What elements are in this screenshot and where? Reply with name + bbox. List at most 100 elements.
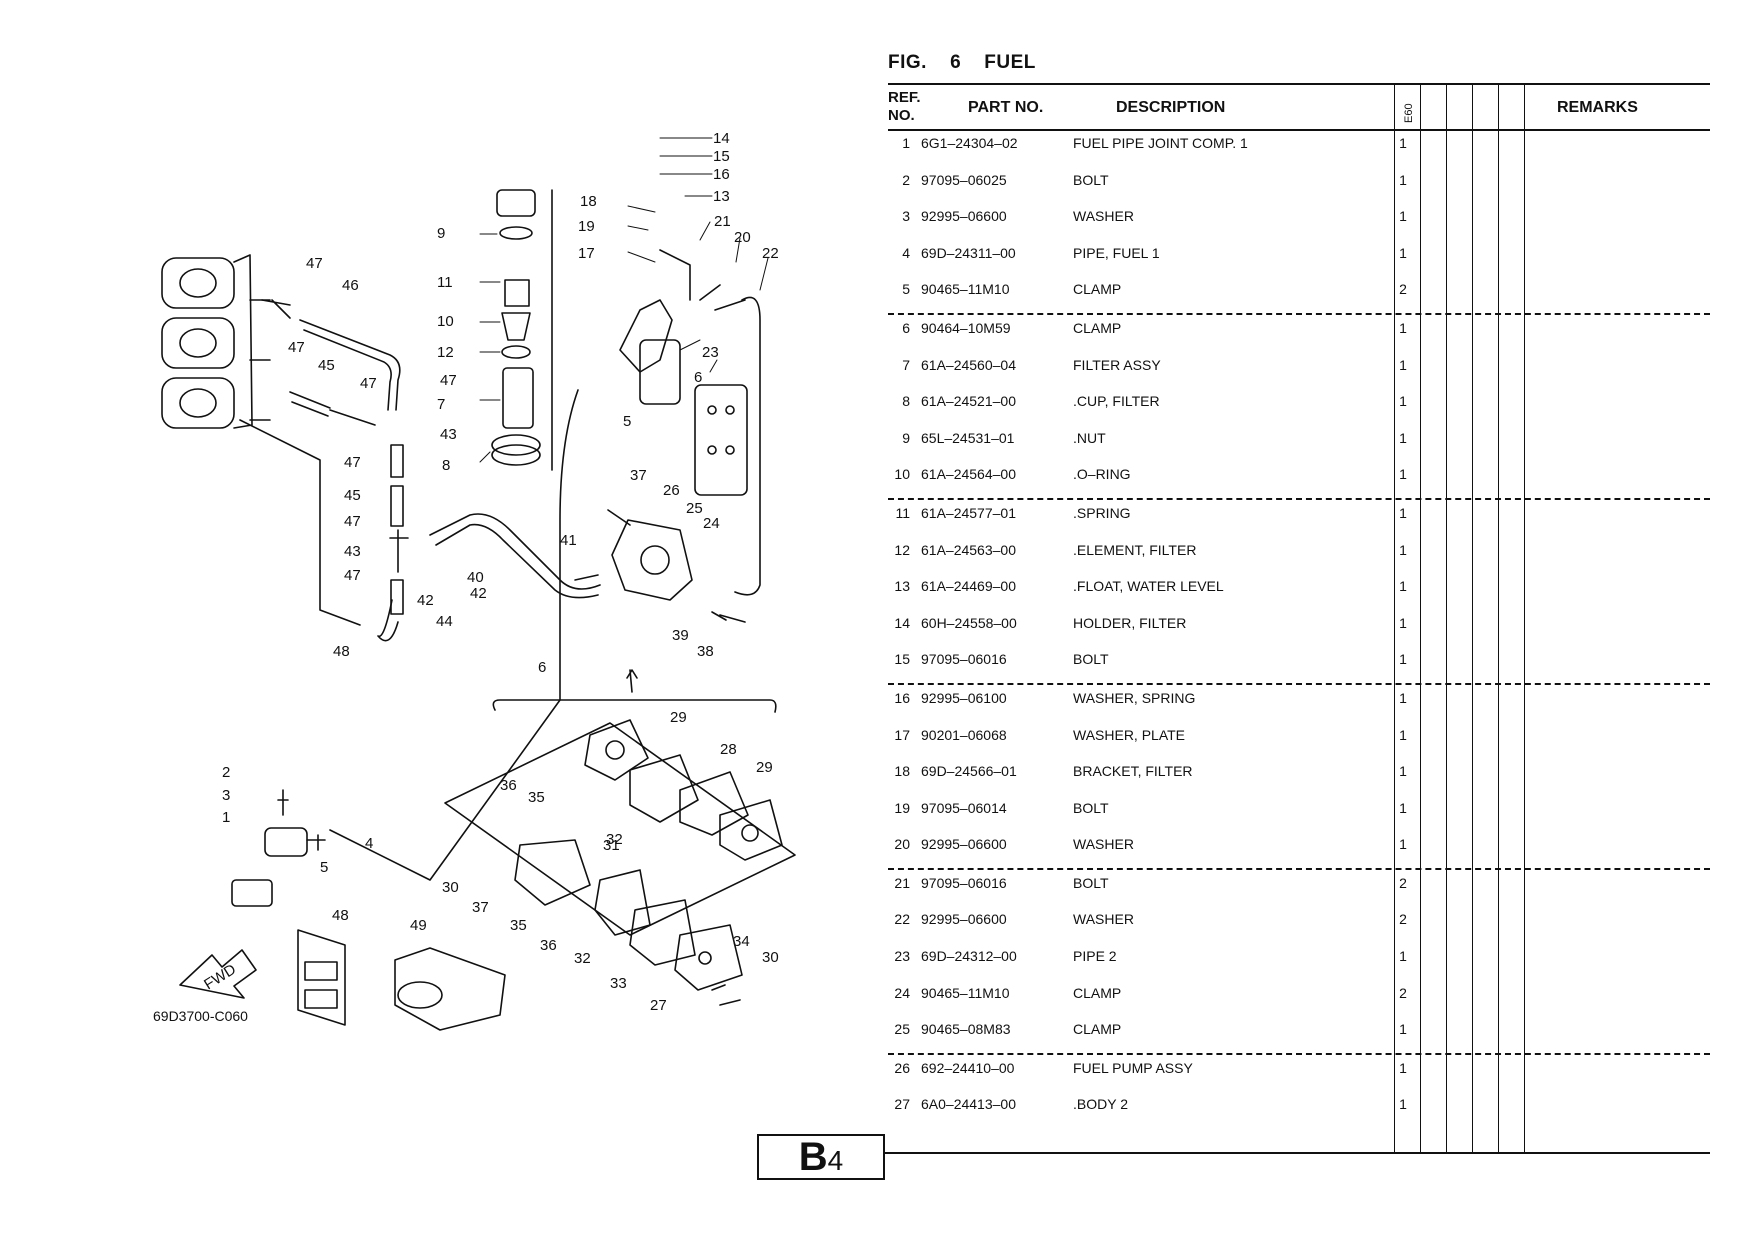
quantity-cell: 2 [1399,984,1407,1001]
description-cell: .CUP, FILTER [1073,393,1160,410]
quantity-cell: 1 [1399,763,1407,780]
bottom-rule [881,1152,1710,1154]
quantity-cell: 1 [1399,651,1407,668]
quantity-cell: 1 [1399,1021,1407,1038]
header-part-no: PART NO. [968,99,1044,116]
callout: 5 [320,859,328,876]
quantity-cell: 1 [1399,466,1407,483]
callout: 25 [686,500,703,517]
ref-no-cell: 21 [894,874,910,891]
callout: 29 [670,709,687,726]
callout: 7 [437,396,445,413]
ref-no-cell: 24 [894,984,910,1001]
description-cell: WASHER [1073,836,1134,853]
description-cell: FUEL PIPE JOINT COMP. 1 [1073,135,1248,151]
group-separator [888,867,1710,870]
callout: 47 [440,372,457,389]
quantity-cell: 1 [1399,836,1407,853]
callout: 6 [694,369,702,386]
callout: 36 [500,777,517,794]
fuel-pump-drawing [574,384,748,623]
ref-no-cell: 9 [902,429,910,446]
callout: 13 [713,188,730,205]
part-no-cell: 60H–24558–00 [921,614,1017,631]
callout: 5 [623,413,631,430]
description-cell: .NUT [1073,429,1106,446]
ref-no-cell: 25 [894,1021,910,1038]
description-cell: BRACKET, FILTER [1073,763,1193,780]
callout: 33 [610,975,627,992]
callout: 10 [437,313,454,330]
callout: 47 [306,255,323,272]
callout: 46 [342,277,359,294]
description-cell: WASHER, PLATE [1073,726,1186,743]
part-no-cell: 90464–10M59 [921,319,1011,336]
callout: 14 [713,130,730,147]
description-cell: CLAMP [1073,281,1122,298]
quantity-cell: 2 [1399,911,1407,928]
callout: 34 [733,933,750,950]
callout: 48 [333,643,350,660]
callout: 37 [630,467,647,484]
figure-label: FIG. [888,52,927,73]
quantity-cell: 1 [1399,208,1407,225]
part-no-cell: 692–24410–00 [921,1059,1015,1076]
callout: 47 [288,339,305,356]
group-separator [888,312,1710,315]
callout: 24 [703,515,720,532]
callout: 35 [528,789,545,806]
callout: 6 [538,659,546,676]
column-divider [1472,83,1473,1153]
description-cell: .O–RING [1073,466,1131,483]
callout: 12 [437,344,454,361]
hose-drawing [239,299,601,642]
description-cell: FUEL PUMP ASSY [1073,1059,1193,1076]
ref-no-cell: 16 [894,689,910,706]
callout: 1 [222,809,230,826]
quantity-cell: 1 [1399,541,1407,558]
quantity-cell: 1 [1399,356,1407,373]
column-divider [1446,83,1447,1153]
part-no-cell: 61A–24563–00 [921,541,1016,558]
exploded-view-drawing: FWD 14 15 16 13 18 19 17 21 20 22 9 11 1… [161,130,796,1031]
part-no-cell: 61A–24560–04 [921,356,1016,373]
ref-no-cell: 2 [902,171,910,188]
callout: 47 [344,567,361,584]
callout: 40 [467,569,484,586]
callout: 23 [702,344,719,361]
bag-drawing [394,947,506,1031]
part-no-cell: 97095–06014 [921,799,1007,816]
callout: 43 [440,426,457,443]
callout: 47 [344,454,361,471]
description-cell: WASHER [1073,911,1134,928]
part-no-cell: 97095–06016 [921,874,1007,891]
description-cell: PIPE, FUEL 1 [1073,244,1160,261]
part-no-cell: 69D–24312–00 [921,948,1017,965]
description-cell: FILTER ASSY [1073,356,1161,373]
parts-diagram: FWD 14 15 16 13 18 19 17 21 20 22 9 11 1… [0,0,870,1240]
quantity-cell: 1 [1399,135,1407,151]
ref-no-cell: 13 [894,578,910,595]
ref-no-cell: 27 [894,1096,910,1113]
callout: 18 [580,193,597,210]
description-cell: CLAMP [1073,319,1122,336]
ref-no-cell: 10 [894,466,910,483]
part-no-cell: 90465–11M10 [921,984,1010,1001]
quantity-cell: 1 [1399,689,1407,706]
part-no-cell: 61A–24469–00 [921,578,1016,595]
page-badge-number: 4 [827,1145,844,1176]
description-cell: BOLT [1073,651,1109,668]
callout: 8 [442,457,450,474]
callout: 42 [417,592,434,609]
